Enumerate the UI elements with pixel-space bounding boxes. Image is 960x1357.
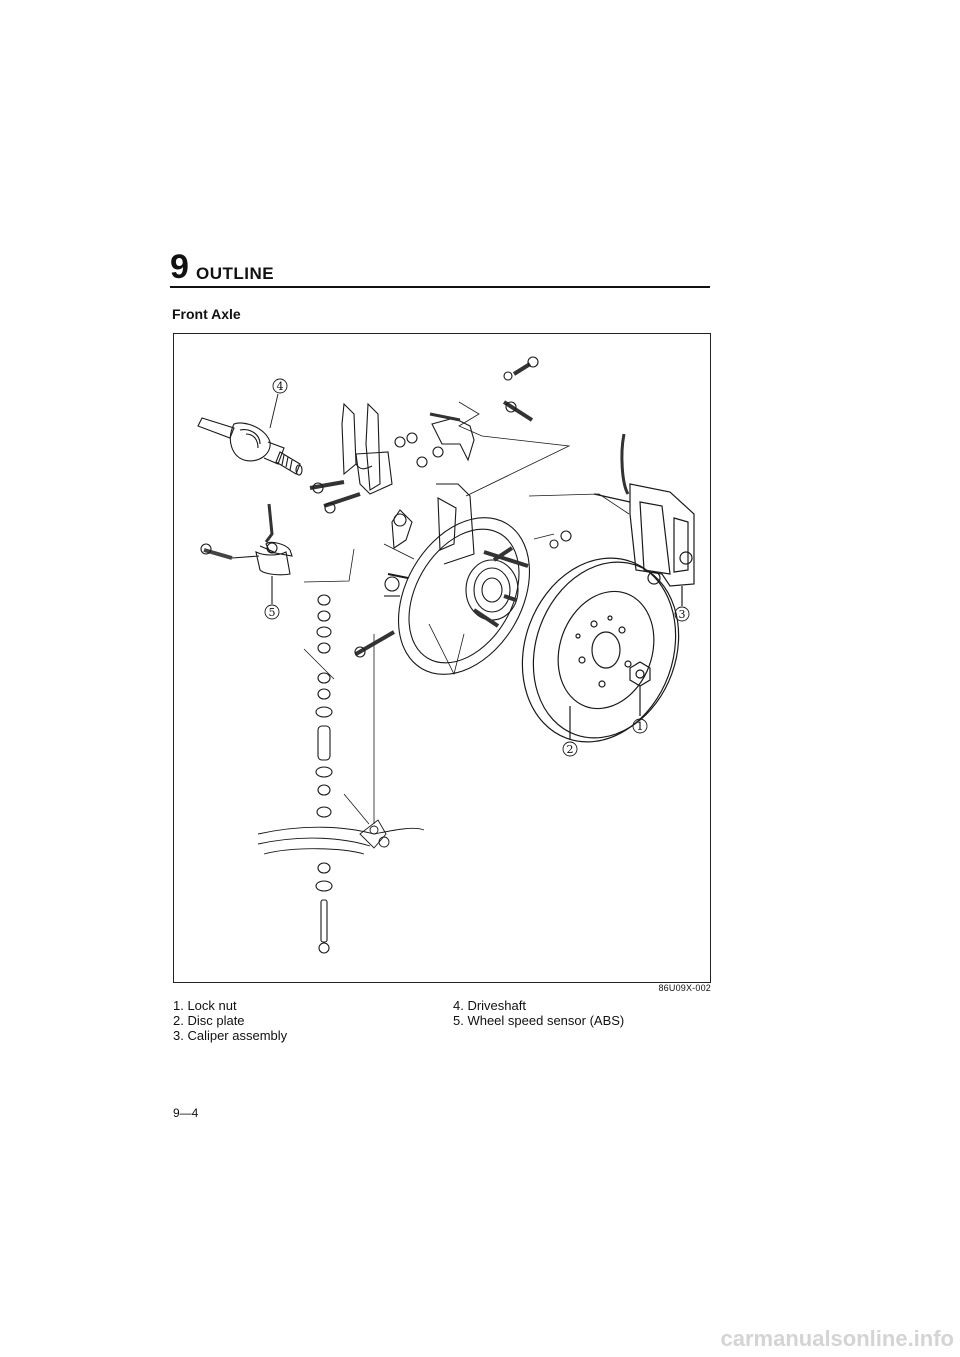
- assembly-guide-lines: [303, 401, 630, 825]
- legend-item-lock-nut: 1. Lock nut: [173, 998, 237, 1013]
- legend-right: 4. Driveshaft 5. Wheel speed sensor (ABS…: [453, 998, 624, 1028]
- callout-3: 3: [679, 608, 686, 621]
- legend-item-disc-plate: 2. Disc plate: [173, 1013, 245, 1028]
- front-axle-exploded-diagram: 4 5 3 1 2: [197, 356, 695, 954]
- lower-arm: [257, 819, 425, 855]
- chapter-number: 9: [170, 248, 189, 286]
- callout-2: 2: [567, 743, 574, 756]
- figure-code: 86U09X-002: [658, 983, 711, 993]
- driveshaft: [197, 417, 303, 476]
- legend-item-caliper-assembly: 3. Caliper assembly: [173, 1028, 288, 1043]
- stabilizer-link-stack: [315, 594, 333, 954]
- hub-and-dust-shield: [354, 483, 572, 675]
- wheel-speed-sensor: [200, 503, 293, 604]
- callout-4: 4: [277, 380, 284, 393]
- callout-5: 5: [269, 606, 276, 619]
- lock-nut: [629, 661, 651, 716]
- chapter-title: OUTLINE: [196, 264, 275, 283]
- legend-item-wheel-speed-sensor: 5. Wheel speed sensor (ABS): [453, 1013, 625, 1028]
- watermark: carmanualsonline.info: [720, 1326, 955, 1351]
- callout-1: 1: [637, 720, 644, 733]
- section-title: Front Axle: [172, 306, 241, 322]
- exploded-diagram-frame: 4 5 3 1 2: [173, 333, 711, 983]
- page-number: 9—4: [173, 1106, 199, 1120]
- steering-knuckle: [309, 356, 539, 549]
- header-rule: [170, 286, 710, 288]
- disc-plate: [521, 557, 680, 743]
- legend-left: 1. Lock nut 2. Disc plate 3. Caliper ass…: [173, 998, 287, 1043]
- legend-item-driveshaft: 4. Driveshaft: [453, 998, 526, 1013]
- caliper-assembly: [593, 433, 695, 606]
